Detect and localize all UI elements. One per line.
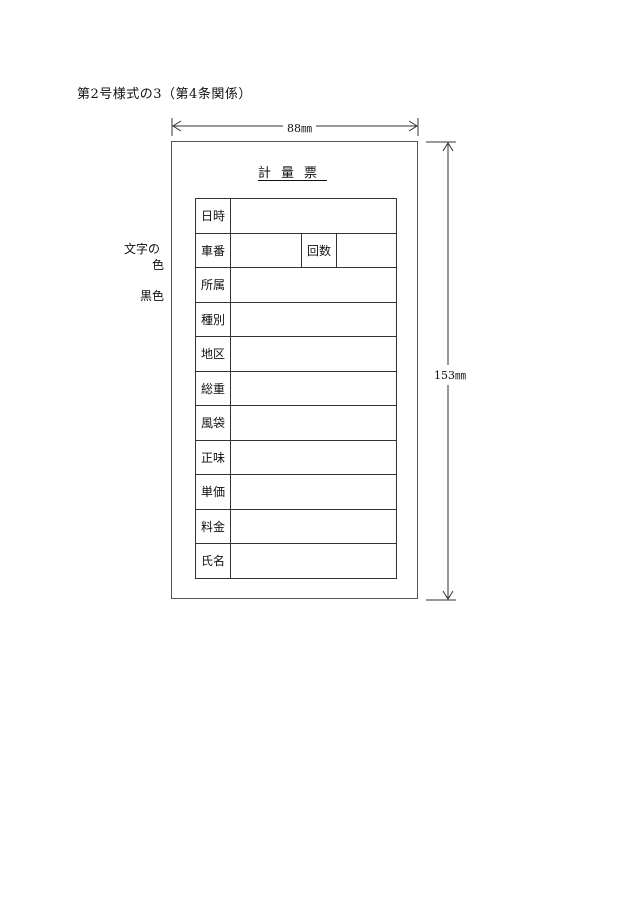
value-gross-weight	[230, 370, 397, 406]
text-color-heading-line2: 色	[152, 258, 165, 272]
value-tare	[230, 405, 397, 441]
value-fee	[230, 508, 397, 544]
ticket-title: 計量票	[258, 166, 328, 181]
row-gross-weight: 総重	[195, 370, 397, 406]
label-count: 回数	[301, 232, 337, 268]
form-reference: 第2号様式の3（第4条関係）	[77, 87, 252, 102]
row-type: 種別	[195, 301, 397, 337]
row-name: 氏名	[195, 543, 397, 579]
value-net-weight	[230, 439, 397, 475]
row-unit-price: 単価	[195, 474, 397, 510]
label-tare: 風袋	[195, 405, 231, 441]
value-type	[230, 301, 397, 337]
row-fee: 料金	[195, 508, 397, 544]
value-datetime	[230, 198, 397, 234]
label-district: 地区	[195, 336, 231, 372]
value-affiliation	[230, 267, 397, 303]
label-affiliation: 所属	[195, 267, 231, 303]
row-district: 地区	[195, 336, 397, 372]
value-count	[336, 232, 397, 268]
row-tare: 風袋	[195, 405, 397, 441]
value-name	[230, 543, 397, 579]
value-unit-price	[230, 474, 397, 510]
width-label: 88㎜	[283, 120, 316, 136]
weighing-ticket-card	[171, 141, 418, 599]
label-fee: 料金	[195, 508, 231, 544]
label-gross-weight: 総重	[195, 370, 231, 406]
text-color-heading-line1: 文字の	[124, 242, 161, 256]
ticket-form-table: 日時 車番 回数 所属 種別 地区 総重 風袋 正味 単価 料金 氏名	[195, 198, 397, 579]
value-district	[230, 336, 397, 372]
label-name: 氏名	[195, 543, 231, 579]
label-datetime: 日時	[195, 198, 231, 234]
label-net-weight: 正味	[195, 439, 231, 475]
text-color-value: 黒色	[140, 289, 165, 303]
row-net-weight: 正味	[195, 439, 397, 475]
row-datetime: 日時	[195, 198, 397, 234]
value-vehicle-number	[230, 232, 302, 268]
row-vehicle-number: 車番 回数	[195, 232, 397, 268]
height-label: 153㎜	[434, 365, 466, 385]
label-unit-price: 単価	[195, 474, 231, 510]
row-affiliation: 所属	[195, 267, 397, 303]
label-vehicle-number: 車番	[195, 232, 231, 268]
label-type: 種別	[195, 301, 231, 337]
